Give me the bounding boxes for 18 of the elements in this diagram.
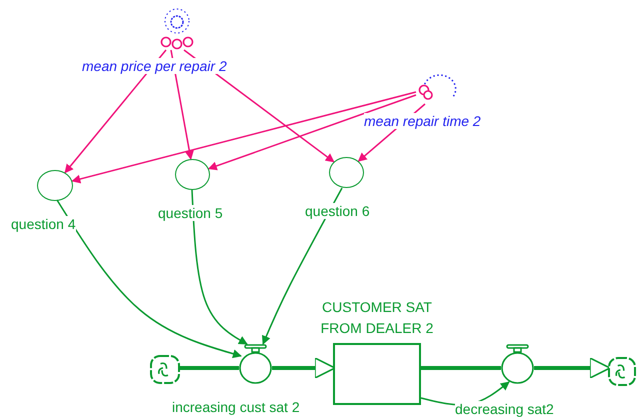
arrow bbox=[191, 190, 248, 345]
variable-label: increasing cust sat 2 bbox=[172, 399, 300, 415]
arrow bbox=[262, 188, 343, 345]
variable-label: decreasing sat2 bbox=[455, 401, 554, 417]
flow-pipe bbox=[180, 366, 239, 370]
variable-label: question 6 bbox=[305, 203, 370, 219]
cloud-icon bbox=[150, 355, 180, 384]
flow-pipe bbox=[421, 366, 501, 370]
cloud-icon bbox=[608, 357, 636, 386]
variable-label: question 4 bbox=[11, 216, 76, 232]
variable-label: mean repair time 2 bbox=[364, 113, 481, 129]
variable-label: mean price per repair 2 bbox=[82, 58, 227, 74]
arrow bbox=[56, 200, 242, 358]
arrow bbox=[208, 94, 416, 170]
arrow bbox=[71, 91, 416, 184]
variable-label: question 5 bbox=[158, 205, 223, 221]
flow-pipe bbox=[272, 357, 336, 379]
arrow bbox=[64, 50, 167, 174]
